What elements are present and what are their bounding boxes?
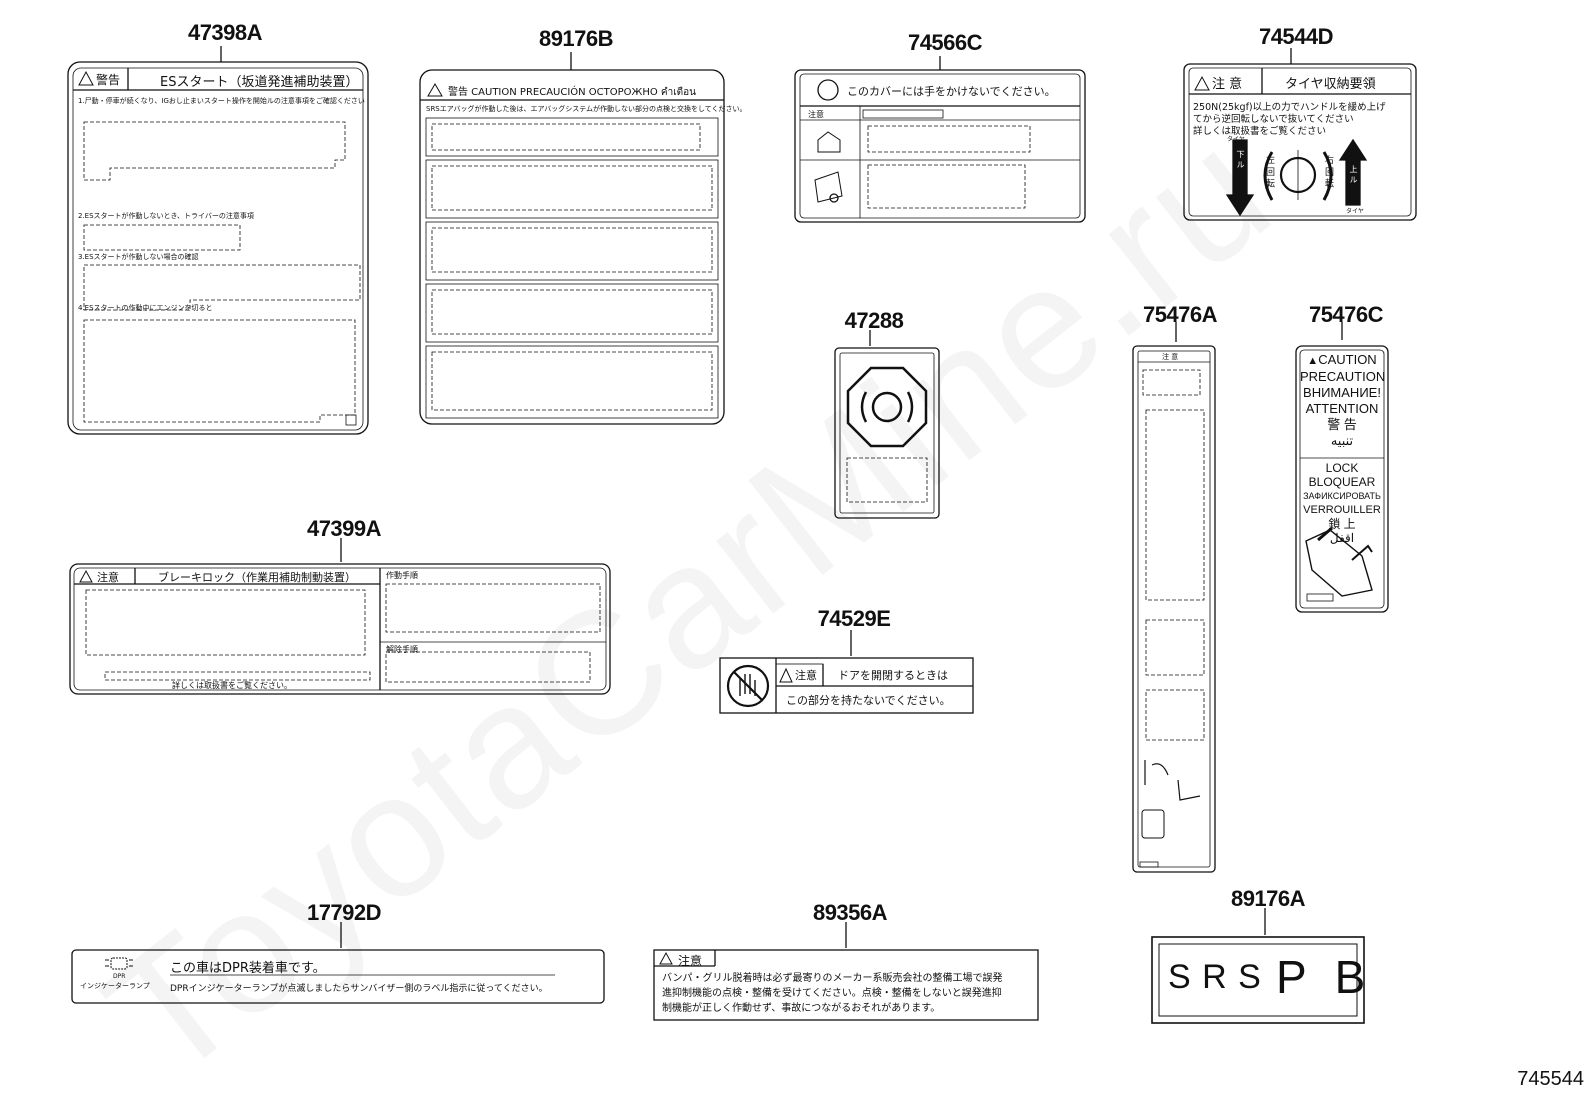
dpr-icon-label: DPR <box>113 973 126 980</box>
part-number-89176A: 89176A <box>1230 886 1306 911</box>
label-47398A-item1: 1.尸動・停車が続くなり、IGおし止まいスタート操作を開始ルの注意事項をご確認く… <box>78 97 365 105</box>
label-89176A <box>1151 936 1365 1024</box>
label-75476C-line: ВНИМАНИЕ! <box>1303 385 1381 400</box>
label-74544D-down: 下 ル <box>1236 150 1245 169</box>
label-74529E <box>719 657 974 714</box>
label-75476C-line: تنبيه <box>1330 433 1354 448</box>
label-74544D-up: 上 ル <box>1349 165 1358 184</box>
label-74544D-line2: てから逆回転しないで抜いてください <box>1193 114 1354 125</box>
dpr-icon-sublabel: インジケーターランプ <box>80 982 150 990</box>
part-number-74529E: 74529E <box>817 606 891 631</box>
label-75476C-line: ▲CAUTION <box>1307 352 1377 367</box>
label-47288 <box>834 347 940 519</box>
label-75476A-caution: 注 意 <box>1162 353 1179 361</box>
label-89176A-pb: P B <box>1276 951 1374 1003</box>
label-89176B-header: 警告 CAUTION PRECAUCIÓN OCTOPOЖHO คำเตือน <box>448 87 696 98</box>
part-number-89176B: 89176B <box>538 26 614 51</box>
label-74544D-down-top: タイヤ <box>1227 136 1245 143</box>
label-17792D <box>71 949 605 1004</box>
label-47398A-header: ESスタート（坂道発進補助装置） <box>160 75 359 90</box>
label-74544D-line3: 詳しくは取扱書をご覧ください <box>1193 126 1327 137</box>
label-74544D-line1: 250N(25kgf)以上の力でハンドルを緩め上げ <box>1193 102 1386 113</box>
label-89176B <box>419 69 725 425</box>
label-74544D-right-rot: 右 回 転 <box>1323 155 1333 188</box>
diagram-id: 745544 <box>1517 1068 1584 1090</box>
part-number-47288: 47288 <box>844 308 904 333</box>
label-89356A-line2: 進抑制機能の点検・整備を受けてください。点検・整備をしないと誤発進抑 <box>662 988 1002 999</box>
label-89176B-sub: SRSエアバッグが作動した後は、エアバッグシステムが作動しない部分の点検と交換を… <box>426 105 747 113</box>
label-74566C-caution: 注意 <box>808 110 824 119</box>
label-74544D-up-bottom: タイヤ <box>1346 208 1364 215</box>
label-75476C-line: ATTENTION <box>1305 401 1379 416</box>
part-number-74544D: 74544D <box>1258 24 1334 49</box>
label-75476C-line: 鎖 上 <box>1328 517 1356 531</box>
part-number-47399A: 47399A <box>306 516 382 541</box>
part-number-74566C: 74566C <box>907 30 983 55</box>
label-75476C-line: اقفل <box>1329 531 1355 545</box>
label-75476A <box>1132 345 1216 873</box>
label-75476C-line: 警 告 <box>1327 417 1357 432</box>
label-75476C-line: ЗАФИКСИРОВАТЬ <box>1303 491 1381 501</box>
label-47399A-caution: 注意 <box>97 571 119 584</box>
label-47398A-item2: 2.ESスタートが作動しないとき、トライバーの注意事項 <box>78 212 254 220</box>
part-number-47398A: 47398A <box>187 20 263 45</box>
label-74529E-line1: ドアを開閉するときは <box>838 669 948 682</box>
label-74566C <box>794 69 1086 223</box>
label-74529E-caution: 注意 <box>795 669 817 682</box>
label-74544D-title: タイヤ収納要領 <box>1285 77 1376 92</box>
leader-lines <box>220 46 1343 948</box>
label-47398A <box>67 61 369 435</box>
label-75476C-line: VERROUILLER <box>1303 504 1381 516</box>
label-75476C-line: LOCK <box>1325 461 1359 475</box>
warning-text: 警告 <box>96 73 121 87</box>
label-89356A <box>653 949 1039 1021</box>
label-75476C <box>1295 345 1389 613</box>
label-75476C-line: PRECAUTION <box>1300 369 1386 384</box>
label-47398A-item4: 4.ESスタートの作動中にエンジンを切ると <box>78 304 213 312</box>
label-17792D-line2: DPRインジケーターランプが点滅しましたらサンバイザー側のラベル指示に従ってくだ… <box>170 984 548 994</box>
label-47399A-right1: 作動手順 <box>386 571 418 580</box>
label-75476C-lock-block: LOCK BLOQUEAR ЗАФИКСИРОВАТЬ VERROUILLER … <box>1300 461 1384 545</box>
label-74544D <box>1183 63 1417 221</box>
part-number-75476A: 75476A <box>1142 302 1218 327</box>
label-47399A-footer: 詳しくは取扱書をご覧ください。 <box>172 681 292 690</box>
label-89356A-caution: 注意 <box>678 954 703 968</box>
label-89176A-srs: S R S <box>1168 958 1262 996</box>
label-47399A-right2: 解除手順 <box>386 645 418 654</box>
label-74544D-caution: 注 意 <box>1212 77 1243 92</box>
label-47399A-header: ブレーキロック（作業用補助制動装置） <box>158 571 356 584</box>
label-89356A-line1: バンパ・グリル脱着時は必ず最寄りのメーカー系販売会社の整備工場で誤発 <box>662 973 1003 984</box>
label-74566C-header: このカバーには手をかけないでください。 <box>847 85 1056 98</box>
label-17792D-line1: この車はDPR装着車です。 <box>170 961 326 976</box>
label-75476C-line: BLOQUEAR <box>1308 475 1376 489</box>
label-47399A <box>69 563 611 695</box>
label-74529E-line2: この部分を持たないでください。 <box>786 694 951 707</box>
label-89356A-line3: 制機能が正しく作動せず、事故につながるおそれがあります。 <box>662 1003 941 1014</box>
label-74544D-left-rot: 左 回 転 <box>1264 155 1274 188</box>
part-number-17792D: 17792D <box>306 900 382 925</box>
label-75476C-caution-block: ▲CAUTION PRECAUTION ВНИМАНИЕ! ATTENTION … <box>1300 352 1386 449</box>
part-number-89356A: 89356A <box>812 900 888 925</box>
part-number-75476C: 75476C <box>1308 302 1384 327</box>
label-47398A-item3: 3.ESスタートが作動しない場合の確認 <box>78 253 199 261</box>
